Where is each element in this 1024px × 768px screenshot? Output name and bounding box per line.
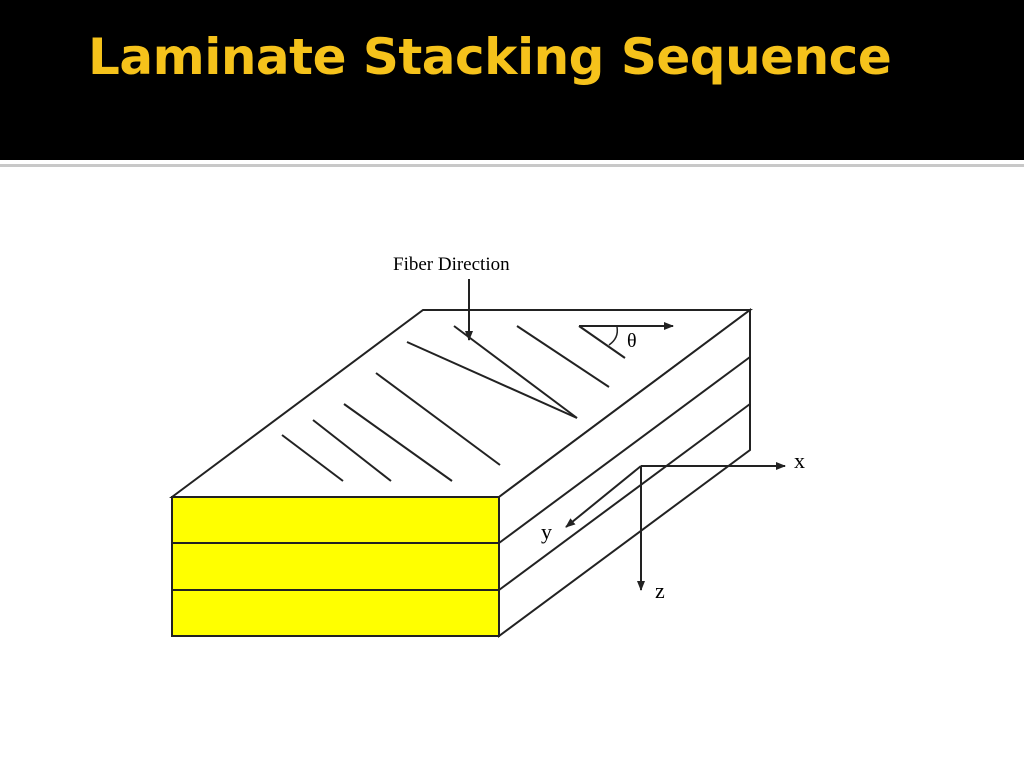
fiber-line bbox=[343, 403, 453, 482]
title-bar: Laminate Stacking Sequence bbox=[0, 0, 1024, 160]
fiber-line bbox=[375, 372, 501, 466]
layer-edge-side-2 bbox=[498, 403, 751, 591]
fiber-lines bbox=[281, 325, 626, 482]
fiber-line bbox=[516, 325, 610, 388]
layer-front-face-1 bbox=[171, 496, 500, 544]
axis-z-label: z bbox=[655, 578, 665, 603]
y-axis-arrow bbox=[565, 465, 642, 528]
fiber-line bbox=[281, 434, 344, 482]
slide-title: Laminate Stacking Sequence bbox=[88, 28, 892, 86]
layer-front-face-3 bbox=[171, 589, 500, 637]
axis-x-label: x bbox=[794, 448, 805, 473]
fiber-direction-label: Fiber Direction bbox=[393, 254, 510, 275]
fiber-line bbox=[578, 325, 626, 359]
layer-front-face-2 bbox=[171, 542, 500, 591]
layer-edge-side-1 bbox=[498, 356, 751, 544]
axis-y-label: y bbox=[541, 519, 552, 544]
theta-label: θ bbox=[627, 330, 637, 352]
fiber-line bbox=[453, 325, 578, 419]
fiber-line bbox=[312, 419, 392, 482]
title-divider bbox=[0, 164, 1024, 167]
angle-arc bbox=[608, 326, 619, 346]
fiber-line bbox=[406, 341, 578, 419]
